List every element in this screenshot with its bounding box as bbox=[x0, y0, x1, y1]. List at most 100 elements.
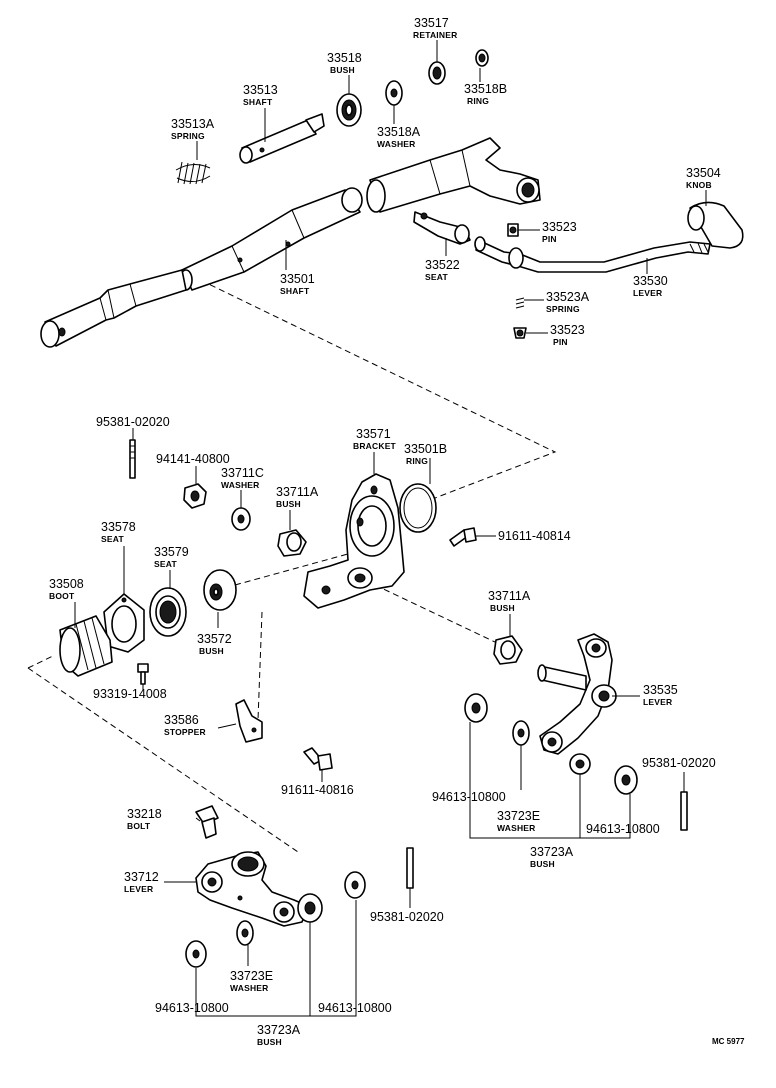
svg-text:33711C: 33711C bbox=[221, 466, 264, 480]
svg-text:33712: 33712 bbox=[124, 870, 159, 884]
label-33518: 33518 BUSH bbox=[327, 51, 362, 75]
main-shaft-tube bbox=[179, 187, 363, 291]
svg-text:94613-10800: 94613-10800 bbox=[586, 822, 660, 836]
shaft-lower-end bbox=[40, 269, 187, 348]
svg-text:SPRING: SPRING bbox=[546, 304, 580, 314]
svg-text:95381-02020: 95381-02020 bbox=[370, 910, 444, 924]
label-33522: 33522 SEAT bbox=[425, 258, 460, 282]
label-33218: 33218 BOLT bbox=[127, 807, 162, 831]
svg-text:33586: 33586 bbox=[164, 713, 199, 727]
washer-33723E-bottom bbox=[236, 920, 254, 946]
svg-text:BUSH: BUSH bbox=[276, 499, 301, 509]
label-94141: 94141-40800 bbox=[156, 452, 230, 466]
svg-text:RING: RING bbox=[467, 96, 489, 106]
svg-text:33518B: 33518B bbox=[464, 82, 507, 96]
svg-text:94141-40800: 94141-40800 bbox=[156, 452, 230, 466]
label-33723A-bottom: 33723A BUSH bbox=[257, 1023, 301, 1047]
svg-text:33711A: 33711A bbox=[276, 485, 319, 499]
bracket-part bbox=[303, 473, 405, 609]
catalog-code: MC 5977 bbox=[712, 1037, 745, 1046]
svg-text:BUSH: BUSH bbox=[530, 859, 555, 869]
label-33504: 33504 KNOB bbox=[686, 166, 721, 190]
label-33508: 33508 BOOT bbox=[49, 577, 84, 601]
bolt-91611-40814 bbox=[449, 527, 477, 547]
svg-text:33518A: 33518A bbox=[377, 125, 421, 139]
screw-93319 bbox=[137, 663, 149, 685]
label-33518A: 33518A WASHER bbox=[377, 125, 421, 149]
label-33571: 33571 BRACKET bbox=[353, 427, 397, 451]
svg-text:91611-40814: 91611-40814 bbox=[498, 529, 571, 543]
label-33712: 33712 LEVER bbox=[124, 870, 159, 894]
svg-text:33723A: 33723A bbox=[257, 1023, 301, 1037]
label-33530: 33530 LEVER bbox=[633, 274, 668, 298]
svg-text:33517: 33517 bbox=[414, 16, 449, 30]
seat-part bbox=[413, 211, 471, 245]
svg-text:33723E: 33723E bbox=[497, 809, 540, 823]
svg-text:BUSH: BUSH bbox=[490, 603, 515, 613]
svg-text:PIN: PIN bbox=[542, 234, 557, 244]
svg-text:BRACKET: BRACKET bbox=[353, 441, 397, 451]
label-33535: 33535 LEVER bbox=[643, 683, 678, 707]
label-94613-right-a: 94613-10800 bbox=[432, 790, 506, 804]
svg-text:33723E: 33723E bbox=[230, 969, 273, 983]
svg-text:95381-02020: 95381-02020 bbox=[96, 415, 170, 429]
label-33723A-right: 33723A BUSH bbox=[530, 845, 574, 869]
bush-33572 bbox=[203, 569, 237, 611]
svg-text:SHAFT: SHAFT bbox=[243, 97, 273, 107]
bush-33723A-right bbox=[569, 753, 591, 775]
label-33723E-right: 33723E WASHER bbox=[497, 809, 540, 833]
seat-33579 bbox=[149, 587, 187, 637]
label-33711C: 33711C WASHER bbox=[221, 466, 264, 490]
label-91611-40816: 91611-40816 bbox=[281, 783, 354, 797]
leader-lines bbox=[74, 40, 707, 1017]
svg-text:STOPPER: STOPPER bbox=[164, 727, 206, 737]
label-33572: 33572 BUSH bbox=[197, 632, 232, 656]
pin-95381-top bbox=[129, 439, 136, 479]
svg-text:33579: 33579 bbox=[154, 545, 189, 559]
label-33517: 33517 RETAINER bbox=[413, 16, 457, 40]
svg-text:33501: 33501 bbox=[280, 272, 315, 286]
svg-text:33530: 33530 bbox=[633, 274, 668, 288]
label-33711A-lower: 33711A BUSH bbox=[488, 589, 531, 613]
label-94613-bottom-b: 94613-10800 bbox=[318, 1001, 392, 1015]
nut-part bbox=[183, 483, 207, 509]
label-95381-bottom: 95381-02020 bbox=[370, 910, 444, 924]
svg-text:33571: 33571 bbox=[356, 427, 391, 441]
pin-95381-bottom bbox=[406, 847, 414, 889]
svg-text:94613-10800: 94613-10800 bbox=[155, 1001, 229, 1015]
bolt-91611-40816 bbox=[303, 747, 333, 771]
bolt-33218 bbox=[195, 805, 219, 839]
pin-95381-right bbox=[680, 791, 688, 831]
boot-part bbox=[59, 615, 113, 677]
ring-33501B bbox=[399, 483, 437, 533]
label-94613-bottom-a: 94613-10800 bbox=[155, 1001, 229, 1015]
svg-text:WASHER: WASHER bbox=[497, 823, 536, 833]
lever-33712 bbox=[195, 851, 309, 927]
label-33586: 33586 STOPPER bbox=[164, 713, 206, 737]
label-33513: 33513 SHAFT bbox=[243, 83, 278, 107]
svg-text:33513A: 33513A bbox=[171, 117, 215, 131]
assembly-dashed-lines bbox=[27, 275, 557, 853]
svg-text:33535: 33535 bbox=[643, 683, 678, 697]
svg-text:33518: 33518 bbox=[327, 51, 362, 65]
label-95381-right: 95381-02020 bbox=[642, 756, 716, 770]
svg-text:94613-10800: 94613-10800 bbox=[432, 790, 506, 804]
svg-text:LEVER: LEVER bbox=[643, 697, 672, 707]
svg-text:MC 5977: MC 5977 bbox=[712, 1037, 745, 1046]
svg-text:BOLT: BOLT bbox=[127, 821, 151, 831]
short-shaft-part bbox=[239, 113, 325, 164]
label-33723E-bottom: 33723E WASHER bbox=[230, 969, 273, 993]
svg-text:BUSH: BUSH bbox=[330, 65, 355, 75]
svg-text:SEAT: SEAT bbox=[425, 272, 448, 282]
stopper-part bbox=[235, 699, 263, 743]
ring-part bbox=[475, 49, 489, 67]
label-33523A: 33523A SPRING bbox=[546, 290, 590, 314]
svg-text:BUSH: BUSH bbox=[257, 1037, 282, 1047]
washer-94613-right-b bbox=[614, 765, 638, 795]
retainer-part bbox=[428, 61, 446, 85]
svg-text:94613-10800: 94613-10800 bbox=[318, 1001, 392, 1015]
svg-text:SHAFT: SHAFT bbox=[280, 286, 310, 296]
bush-33711A-upper bbox=[277, 529, 307, 557]
label-33501: 33501 SHAFT bbox=[280, 272, 315, 296]
